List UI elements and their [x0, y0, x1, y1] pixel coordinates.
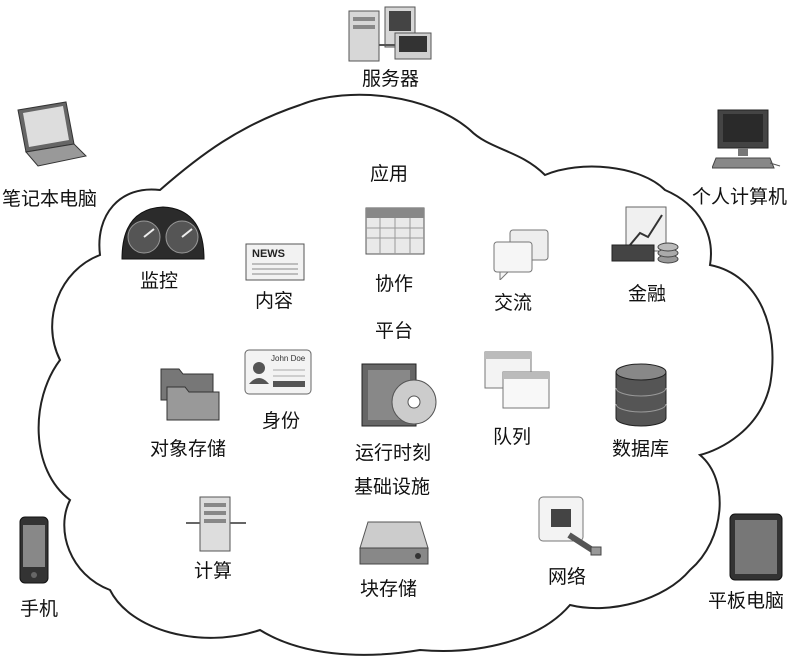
calendar-icon [365, 207, 425, 255]
software-box-icon [361, 363, 437, 427]
identity-label: 身份 [262, 410, 301, 432]
id-card-icon: John Doe [244, 349, 312, 395]
tablet-icon [729, 513, 783, 581]
queue-label: 队列 [493, 426, 532, 448]
communication-label: 交流 [494, 292, 533, 314]
compute-label: 计算 [194, 560, 233, 582]
server-icon [348, 6, 432, 62]
platform-section-label: 平台 [375, 320, 414, 342]
server-label: 服务器 [362, 68, 420, 90]
phone-label: 手机 [20, 598, 59, 620]
database-icon [615, 363, 667, 427]
object-storage-label: 对象存储 [150, 438, 227, 460]
tablet-label: 平板电脑 [708, 590, 785, 612]
pc-label: 个人计算机 [692, 186, 788, 208]
laptop-icon [17, 101, 88, 167]
folders-icon [160, 368, 220, 421]
database-label: 数据库 [612, 438, 670, 460]
news-mark: NEWS [252, 248, 285, 260]
hard-drive-icon [359, 521, 429, 565]
collaboration-label: 协作 [375, 273, 414, 295]
monitoring-label: 监控 [140, 270, 179, 292]
runtime-label: 运行时刻 [355, 442, 432, 464]
finance-label: 金融 [628, 283, 667, 305]
finance-icon [611, 206, 679, 264]
network-label: 网络 [548, 566, 587, 588]
chat-bubbles-icon [493, 229, 549, 280]
laptop-label: 笔记本电脑 [2, 188, 98, 210]
id-name-text: John Doe [271, 354, 306, 363]
network-socket-icon [538, 496, 602, 556]
block-storage-label: 块存储 [360, 578, 418, 600]
compute-server-icon [186, 496, 246, 552]
infrastructure-section-label: 基础设施 [354, 476, 431, 498]
content-label: 内容 [255, 290, 294, 312]
pc-icon [712, 109, 781, 169]
phone-icon [19, 516, 49, 584]
gauge-icon [121, 206, 205, 260]
newspaper-icon: NEWS [245, 243, 305, 281]
application-section-label: 应用 [370, 163, 409, 185]
windows-icon [484, 351, 550, 409]
